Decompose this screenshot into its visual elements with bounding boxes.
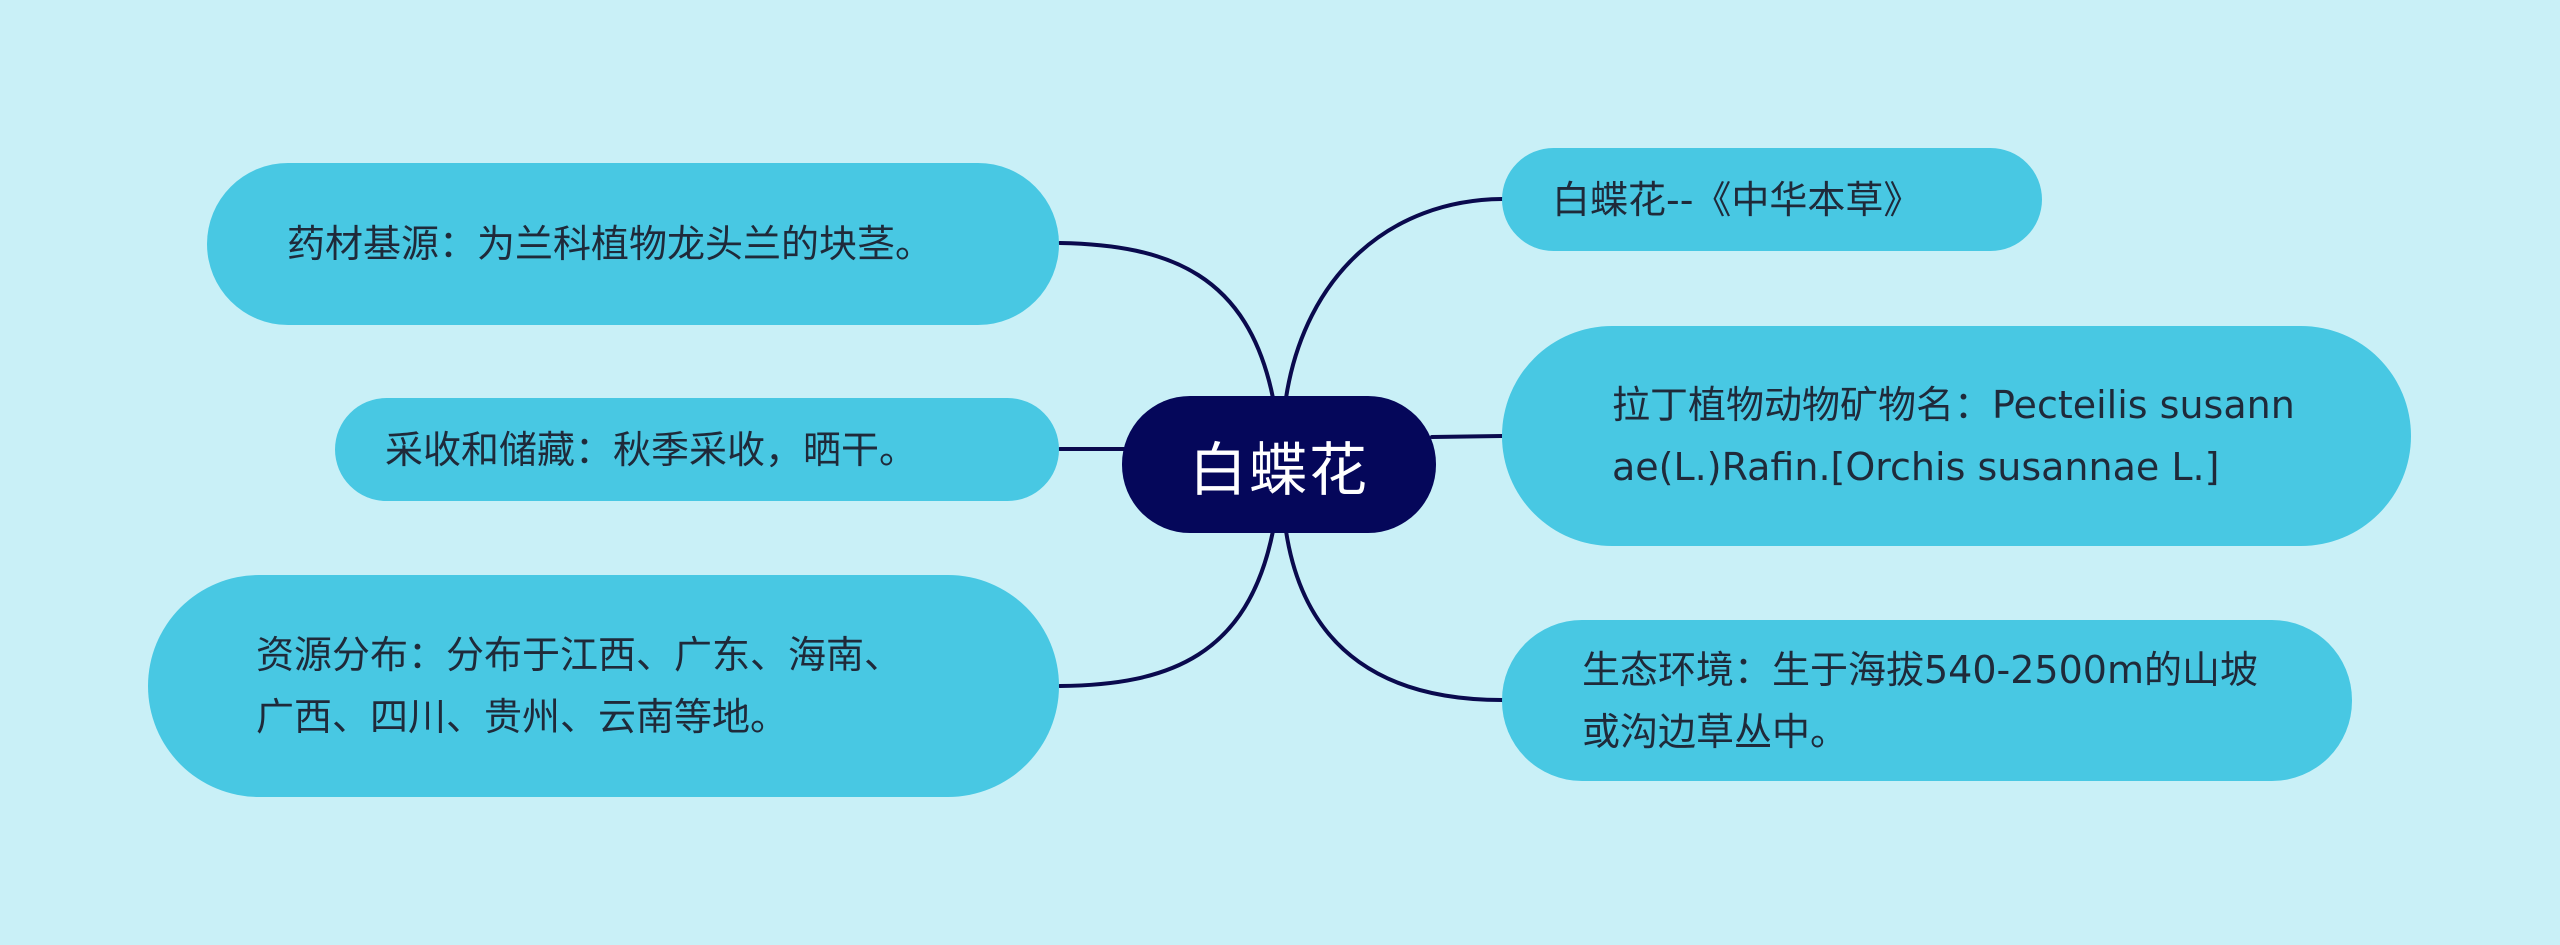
node-left-distribution[interactable]: 资源分布：分布于江西、广东、海南、广西、四川、贵州、云南等地。	[148, 575, 1059, 797]
node-right-habitat[interactable]: 生态环境：生于海拔540-2500m的山坡或沟边草丛中。	[1502, 620, 2352, 781]
connector-left-3	[1058, 529, 1275, 688]
connector-right-3	[1284, 529, 1504, 702]
node-left-source[interactable]: 药材基源：为兰科植物龙头兰的块茎。	[207, 163, 1059, 325]
node-right-reference[interactable]: 白蝶花--《中华本草》	[1502, 148, 2042, 251]
connector-right-1	[1284, 197, 1504, 400]
node-right-reference-text: 白蝶花--《中华本草》	[1552, 177, 1922, 222]
node-left-harvest-text: 采收和储藏：秋季采收，晒干。	[385, 427, 918, 472]
central-topic-label: 白蝶花	[1188, 435, 1369, 504]
node-right-habitat-text: 生态环境：生于海拔540-2500m的山坡或沟边草丛中。	[1582, 647, 2258, 754]
node-left-harvest[interactable]: 采收和储藏：秋季采收，晒干。	[335, 398, 1059, 501]
node-left-source-text: 药材基源：为兰科植物龙头兰的块茎。	[287, 222, 934, 266]
node-right-latin-name-text: 拉丁植物动物矿物名：Pecteilis susannae(L.)Rafin.[O…	[1612, 383, 2295, 489]
connector-right-2	[1430, 434, 1504, 439]
connector-left-1	[1058, 241, 1275, 400]
central-topic[interactable]: 白蝶花	[1122, 396, 1436, 533]
node-left-distribution-text: 资源分布：分布于江西、广东、海南、广西、四川、贵州、云南等地。	[256, 633, 903, 739]
node-right-latin-name[interactable]: 拉丁植物动物矿物名：Pecteilis susannae(L.)Rafin.[O…	[1502, 326, 2411, 546]
